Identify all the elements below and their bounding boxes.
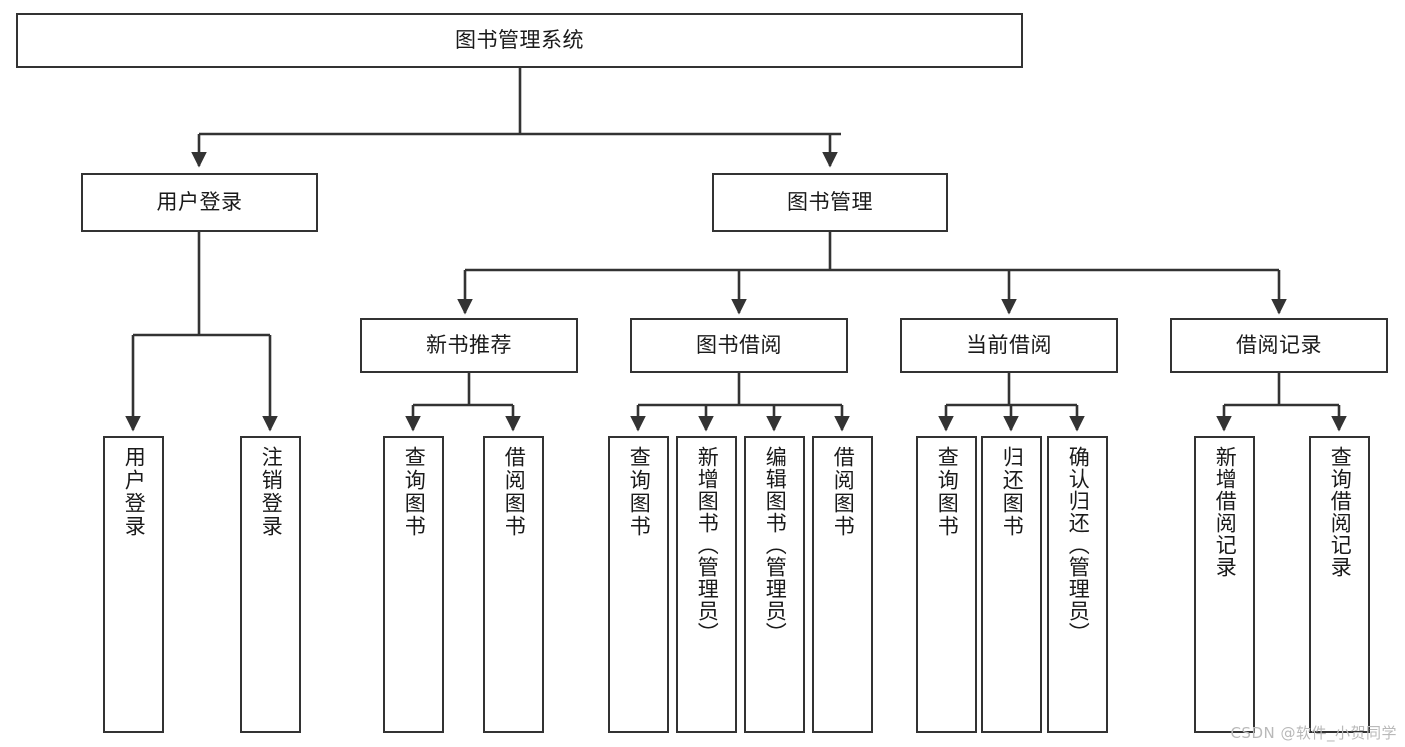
node-leaf-return-book-label: 归还图书 xyxy=(1000,446,1025,538)
node-leaf-borrow-book-1-label: 借阅图书 xyxy=(502,446,527,538)
node-leaf-edit-book[interactable]: 编辑图书（管理员） xyxy=(744,436,805,733)
node-book-manage-label: 图书管理 xyxy=(787,189,873,214)
node-book-borrow[interactable]: 图书借阅 xyxy=(630,318,848,373)
node-borrow-record-label: 借阅记录 xyxy=(1236,332,1322,357)
node-leaf-borrow-book-1[interactable]: 借阅图书 xyxy=(483,436,544,733)
node-leaf-logout-label: 注销登录 xyxy=(259,446,284,538)
node-leaf-query-book-3-label: 查询图书 xyxy=(935,446,960,538)
node-book-manage[interactable]: 图书管理 xyxy=(712,173,948,232)
node-leaf-add-book[interactable]: 新增图书（管理员） xyxy=(676,436,737,733)
node-leaf-confirm-return[interactable]: 确认归还（管理员） xyxy=(1047,436,1108,733)
node-leaf-borrow-book-2[interactable]: 借阅图书 xyxy=(812,436,873,733)
node-leaf-add-book-label: 新增图书（管理员） xyxy=(695,446,720,644)
node-leaf-query-book-2-label: 查询图书 xyxy=(627,446,652,538)
node-leaf-query-record[interactable]: 查询借阅记录 xyxy=(1309,436,1370,733)
node-user-login-label: 用户登录 xyxy=(156,189,243,214)
node-book-borrow-label: 图书借阅 xyxy=(696,332,782,357)
node-leaf-query-book-3[interactable]: 查询图书 xyxy=(916,436,977,733)
node-new-book-rec-label: 新书推荐 xyxy=(426,332,512,357)
node-root[interactable]: 图书管理系统 xyxy=(16,13,1023,68)
node-leaf-confirm-return-label: 确认归还（管理员） xyxy=(1066,446,1091,644)
node-root-label: 图书管理系统 xyxy=(455,27,584,52)
node-current-borrow-label: 当前借阅 xyxy=(966,332,1052,357)
node-leaf-add-record[interactable]: 新增借阅记录 xyxy=(1194,436,1255,733)
node-leaf-return-book[interactable]: 归还图书 xyxy=(981,436,1042,733)
node-leaf-query-record-label: 查询借阅记录 xyxy=(1328,446,1353,578)
node-leaf-query-book-1[interactable]: 查询图书 xyxy=(383,436,444,733)
node-leaf-logout[interactable]: 注销登录 xyxy=(240,436,301,733)
node-user-login[interactable]: 用户登录 xyxy=(81,173,318,232)
node-leaf-add-record-label: 新增借阅记录 xyxy=(1213,446,1238,578)
node-leaf-edit-book-label: 编辑图书（管理员） xyxy=(763,446,788,644)
node-leaf-query-book-1-label: 查询图书 xyxy=(402,446,427,538)
node-borrow-record[interactable]: 借阅记录 xyxy=(1170,318,1388,373)
node-leaf-user-login[interactable]: 用户登录 xyxy=(103,436,164,733)
node-leaf-borrow-book-2-label: 借阅图书 xyxy=(831,446,856,538)
node-leaf-query-book-2[interactable]: 查询图书 xyxy=(608,436,669,733)
node-leaf-user-login-label: 用户登录 xyxy=(122,446,147,538)
node-new-book-rec[interactable]: 新书推荐 xyxy=(360,318,578,373)
node-current-borrow[interactable]: 当前借阅 xyxy=(900,318,1118,373)
